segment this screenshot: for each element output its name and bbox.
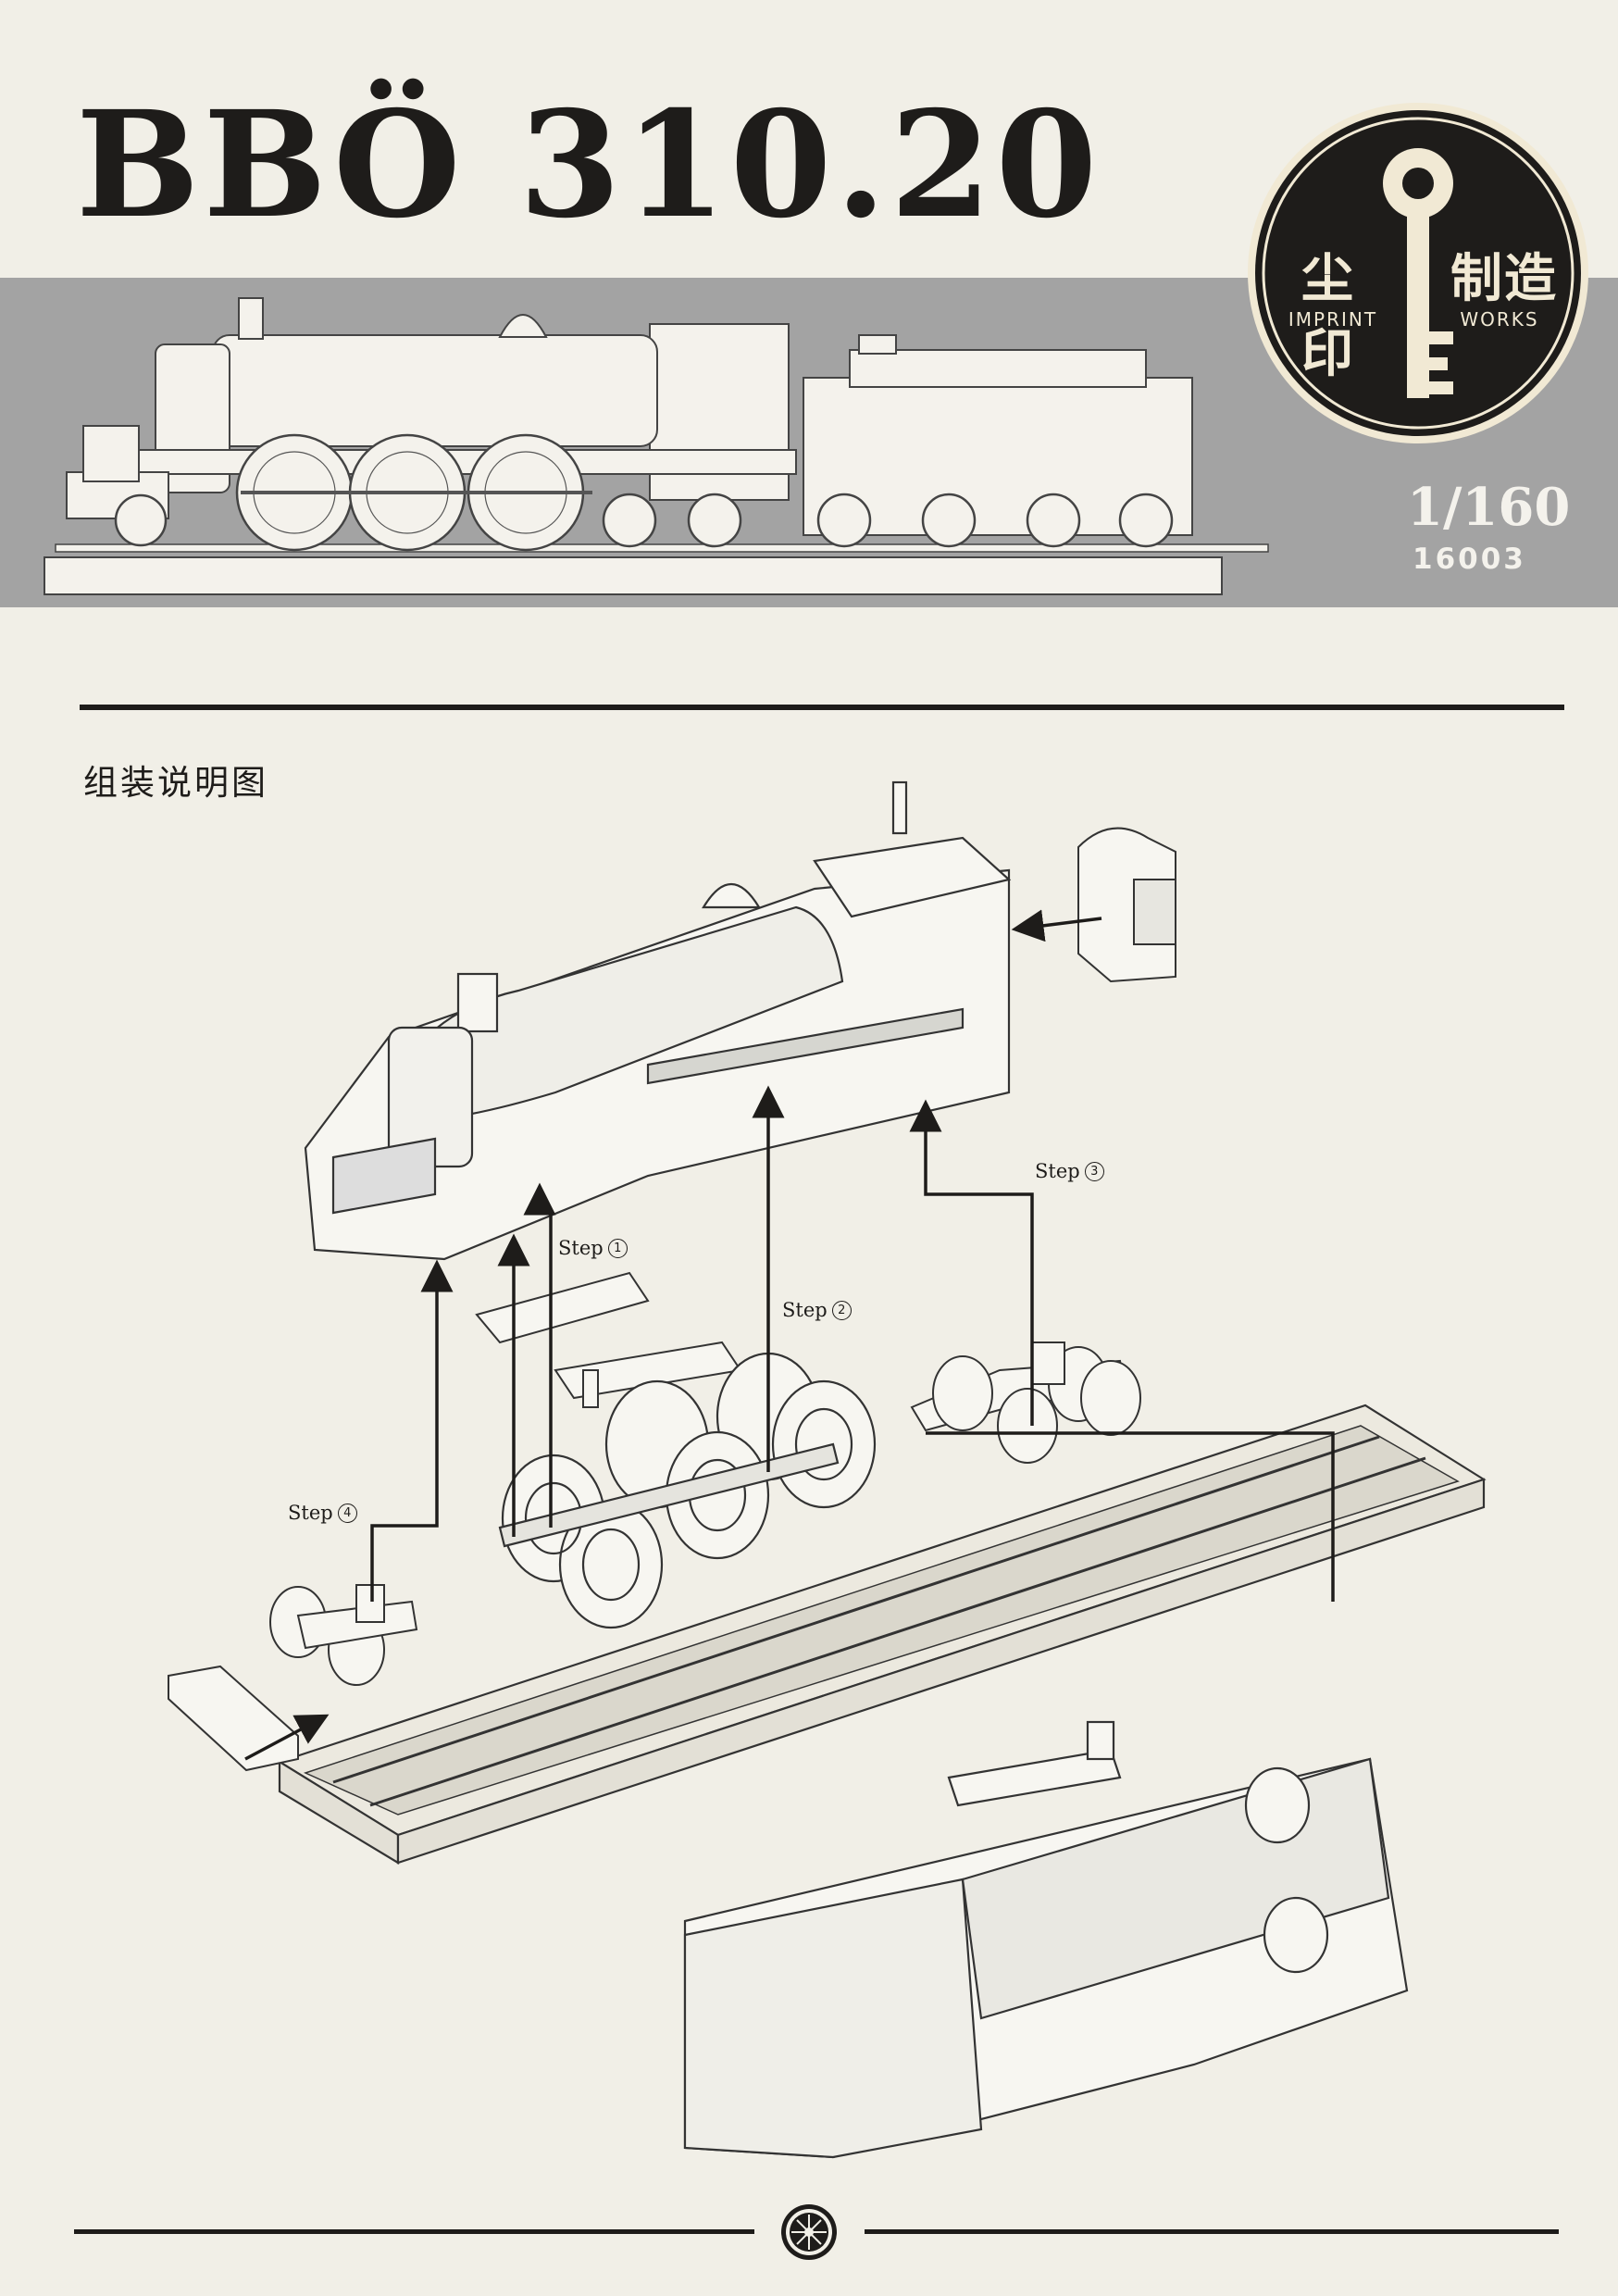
- arrow-step-4: [370, 1259, 454, 1602]
- bottom-divider-left: [74, 2229, 754, 2234]
- arrow-cab-front: [1011, 909, 1102, 942]
- locomotive-side-illustration: [44, 297, 1269, 595]
- step-number: 1: [607, 1238, 628, 1258]
- product-code: 16003: [1413, 543, 1526, 576]
- bottom-divider-right: [865, 2229, 1559, 2234]
- arrow-end-plate: [244, 1714, 330, 1761]
- logo-text-imprint: IMPRINT: [1288, 308, 1378, 331]
- logo-text-works: WORKS: [1460, 308, 1539, 331]
- cab-front-part: [1077, 827, 1176, 983]
- front-bogie: [269, 1584, 418, 1686]
- step-word: Step: [782, 1299, 828, 1321]
- step-number: 3: [1084, 1161, 1104, 1181]
- chassis-frame-part: [475, 1271, 742, 1408]
- end-plate-part: [168, 1665, 299, 1772]
- top-divider: [80, 705, 1564, 710]
- section-subtitle: 组装说明图: [83, 763, 268, 803]
- key-icon: [1383, 148, 1453, 398]
- step-number: 4: [337, 1503, 357, 1523]
- locomotive-body-part: [304, 780, 1012, 1261]
- step-word: Step: [558, 1237, 604, 1259]
- rear-bogie: [910, 1341, 1141, 1464]
- step-word: Step: [288, 1502, 333, 1524]
- imprint-works-logo: [1248, 103, 1588, 443]
- logo-chinese-right: 制造: [1450, 249, 1558, 309]
- inverted-chassis-view: [683, 1720, 1409, 2159]
- logo-chinese-left: 尘印: [1301, 249, 1355, 384]
- page-title: BBÖ 310.20: [76, 80, 1101, 251]
- arrow-step-3: [909, 1099, 1034, 1426]
- scale-label: 1/160: [1407, 477, 1571, 538]
- display-plinth: [44, 556, 1223, 595]
- step-word: Step: [1035, 1160, 1080, 1182]
- track-display-base: [277, 1404, 1487, 1865]
- wheel-icon: [781, 2204, 837, 2260]
- step-number: 2: [831, 1300, 852, 1320]
